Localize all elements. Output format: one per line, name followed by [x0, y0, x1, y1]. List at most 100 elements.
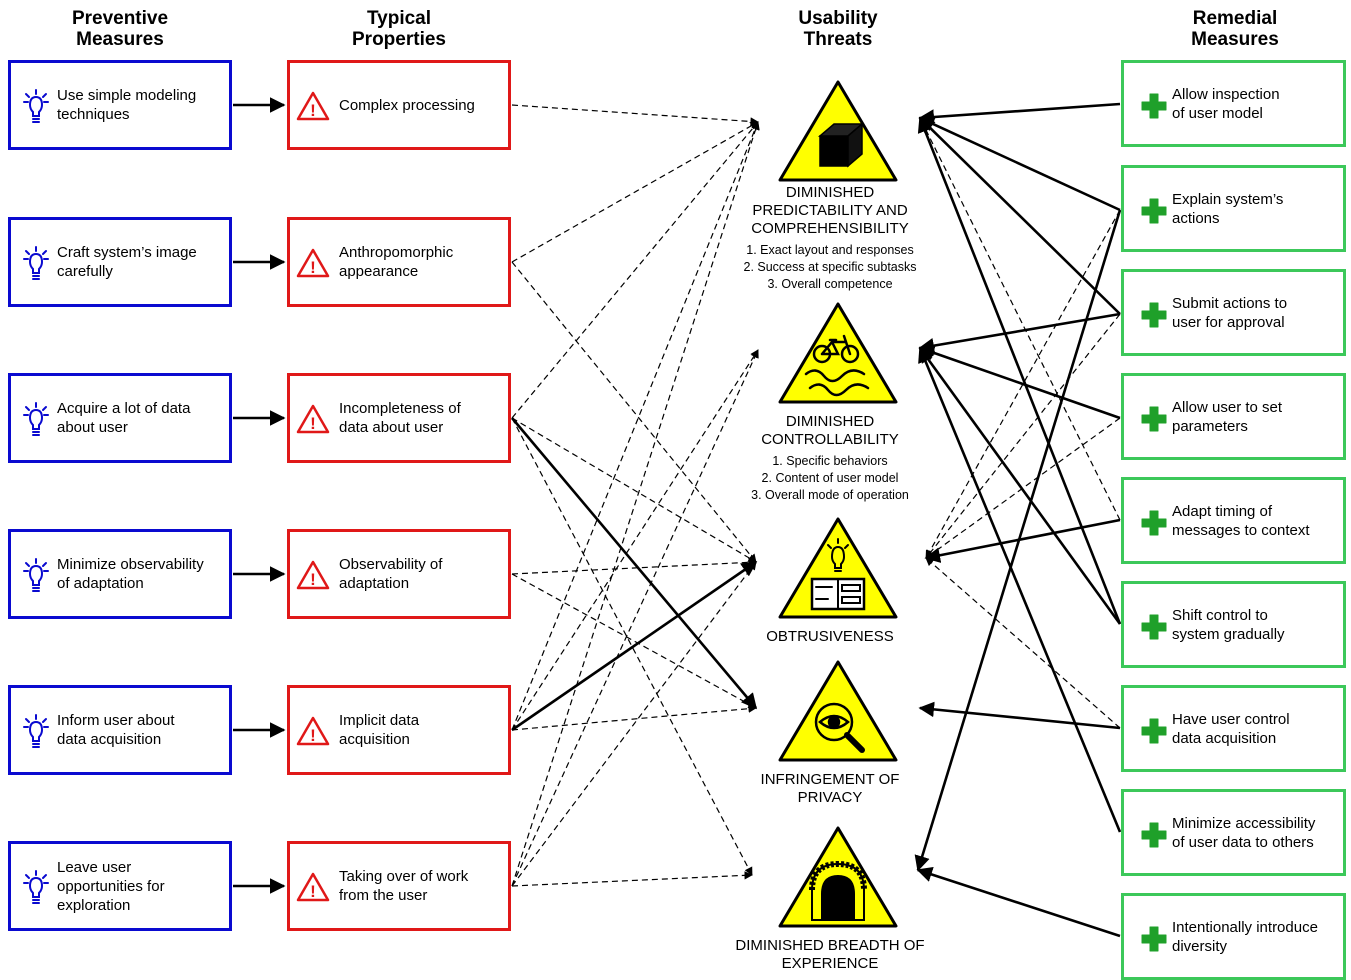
lightbulb-icon	[23, 246, 49, 287]
usability-threat-title: DIMINISHED PREDICTABILITY AND COMPREHENS…	[751, 184, 909, 237]
usability-threat-title: OBTRUSIVENESS	[766, 628, 894, 645]
typical-property-label: Implicit data acquisition	[339, 712, 420, 748]
usability-threat-subitem: 3. Overall mode of operation	[751, 488, 909, 502]
remedial-measure-box: Allow inspection of user model	[1121, 60, 1346, 147]
usability-threat-title: INFRINGEMENT OF PRIVACY	[760, 771, 900, 806]
preventive-measure-box: Minimize observability of adaptation	[8, 529, 232, 619]
green-plus-icon	[1140, 717, 1168, 750]
lightbulb-icon	[23, 89, 49, 130]
header-properties: Typical Properties	[352, 8, 446, 50]
dashed-influence-arrow	[511, 573, 757, 709]
svg-text:!: !	[310, 882, 316, 901]
usability-threat-title: DIMINISHED BREADTH OF EXPERIENCE	[735, 937, 925, 972]
typical-property-box: ! Complex processing	[287, 60, 511, 150]
dashed-influence-arrow	[511, 121, 759, 419]
solid-influence-arrow	[918, 102, 1121, 125]
warning-icon: !	[296, 248, 330, 283]
preventive-measure-box: Use simple modeling techniques	[8, 60, 232, 150]
solid-influence-arrow	[918, 116, 1121, 212]
svg-text:!: !	[310, 570, 316, 589]
remedial-measure-label: Allow user to set parameters	[1172, 398, 1283, 435]
typical-property-box: ! Observability of adaptation	[287, 529, 511, 619]
dashed-influence-arrow	[511, 261, 757, 563]
usability-threat-subitem: 2. Content of user model	[761, 471, 899, 485]
solid-influence-arrow	[918, 346, 1122, 833]
preventive-measure-box: Craft system’s image carefully	[8, 217, 232, 307]
typical-property-label: Observability of adaptation	[339, 556, 443, 592]
black-box-icon	[776, 78, 900, 189]
remedial-measure-label: Adapt timing of messages to context	[1172, 502, 1310, 539]
preventive-measure-label: Minimize observability of adaptation	[57, 556, 204, 592]
svg-text:!: !	[310, 258, 316, 277]
solid-influence-arrow	[916, 866, 1121, 938]
solid-influence-arrow	[918, 312, 1121, 354]
green-plus-icon	[1140, 301, 1168, 334]
green-plus-icon	[1140, 925, 1168, 958]
typical-property-label: Complex processing	[339, 96, 475, 114]
remedial-measure-box: Minimize accessibility of user data to o…	[1121, 789, 1346, 876]
dashed-influence-arrow	[925, 209, 1121, 559]
solid-influence-arrow	[511, 417, 758, 710]
remedial-measure-label: Submit actions to user for approval	[1172, 294, 1288, 331]
preventive-measure-box: Acquire a lot of data about user	[8, 373, 232, 463]
preventive-measure-label: Use simple modeling techniques	[57, 87, 197, 123]
dashed-influence-arrow	[511, 121, 760, 731]
dashed-influence-arrow	[511, 871, 753, 887]
remedial-measure-box: Have user control data acquisition	[1121, 685, 1346, 772]
remedial-measure-label: Shift control to system gradually	[1172, 606, 1285, 643]
typical-property-label: Taking over of work from the user	[339, 868, 469, 904]
header-threats: Usability Threats	[798, 8, 878, 50]
preventive-measure-box: Leave user opportunities for exploration	[8, 841, 232, 931]
remedial-measure-box: Allow user to set parameters	[1121, 373, 1346, 460]
usability-threat-subitem: 3. Overall competence	[767, 277, 893, 291]
dashed-influence-arrow	[919, 117, 1121, 521]
green-plus-icon	[1140, 405, 1168, 438]
typical-property-label: Incompleteness of data about user	[339, 400, 461, 436]
typical-property-box: ! Taking over of work from the user	[287, 841, 511, 931]
green-plus-icon	[1140, 613, 1168, 646]
usability-threat-title: DIMINISHED CONTROLLABILITY	[761, 413, 899, 448]
lightbulb-message-icon	[776, 515, 900, 626]
typical-property-box: ! Anthropomorphic appearance	[287, 217, 511, 307]
green-plus-icon	[1140, 821, 1168, 854]
svg-text:!: !	[310, 101, 316, 120]
tunnel-icon	[776, 824, 900, 935]
green-plus-icon	[1140, 197, 1168, 230]
header-remedial: Remedial Measures	[1191, 8, 1279, 50]
remedial-measure-label: Intentionally introduce diversity	[1172, 918, 1318, 955]
dashed-influence-arrow	[511, 121, 759, 263]
warning-icon: !	[296, 716, 330, 751]
dashed-influence-arrow	[925, 557, 1121, 729]
warning-icon: !	[296, 560, 330, 595]
dashed-influence-arrow	[511, 417, 753, 876]
usability-threat-subitem: 1. Exact layout and responses	[746, 243, 914, 257]
lightbulb-icon	[23, 870, 49, 911]
dashed-influence-arrow	[511, 349, 759, 731]
solid-influence-arrow	[511, 560, 758, 732]
dashed-influence-arrow	[511, 349, 759, 887]
dashed-influence-arrow	[511, 121, 760, 887]
remedial-measure-label: Minimize accessibility of user data to o…	[1172, 814, 1316, 851]
preventive-measure-label: Inform user about data acquisition	[57, 712, 175, 748]
bicycle-slippery-road-icon	[776, 300, 900, 411]
remedial-measure-box: Adapt timing of messages to context	[1121, 477, 1346, 564]
typical-property-label: Anthropomorphic appearance	[339, 244, 454, 280]
solid-influence-arrow	[924, 518, 1121, 563]
lightbulb-icon	[23, 402, 49, 443]
svg-text:!: !	[310, 414, 316, 433]
solid-influence-arrow	[918, 701, 1121, 730]
usability-threat-subitem: 2. Success at specific subtasks	[743, 260, 917, 274]
warning-icon: !	[296, 91, 330, 126]
remedial-measure-box: Shift control to system gradually	[1121, 581, 1346, 668]
typical-property-box: ! Implicit data acquisition	[287, 685, 511, 775]
green-plus-icon	[1140, 509, 1168, 542]
warning-icon: !	[296, 872, 330, 907]
header-preventive: Preventive Measures	[71, 8, 169, 50]
preventive-measure-label: Acquire a lot of data about user	[57, 400, 191, 436]
solid-influence-arrow	[917, 116, 1122, 625]
remedial-measure-label: Explain system’s actions	[1172, 190, 1284, 227]
dashed-influence-arrow	[511, 104, 759, 126]
eye-magnifier-icon	[776, 658, 900, 769]
usability-threat-subitem: 1. Specific behaviors	[772, 454, 888, 468]
typical-property-box: ! Incompleteness of data about user	[287, 373, 511, 463]
